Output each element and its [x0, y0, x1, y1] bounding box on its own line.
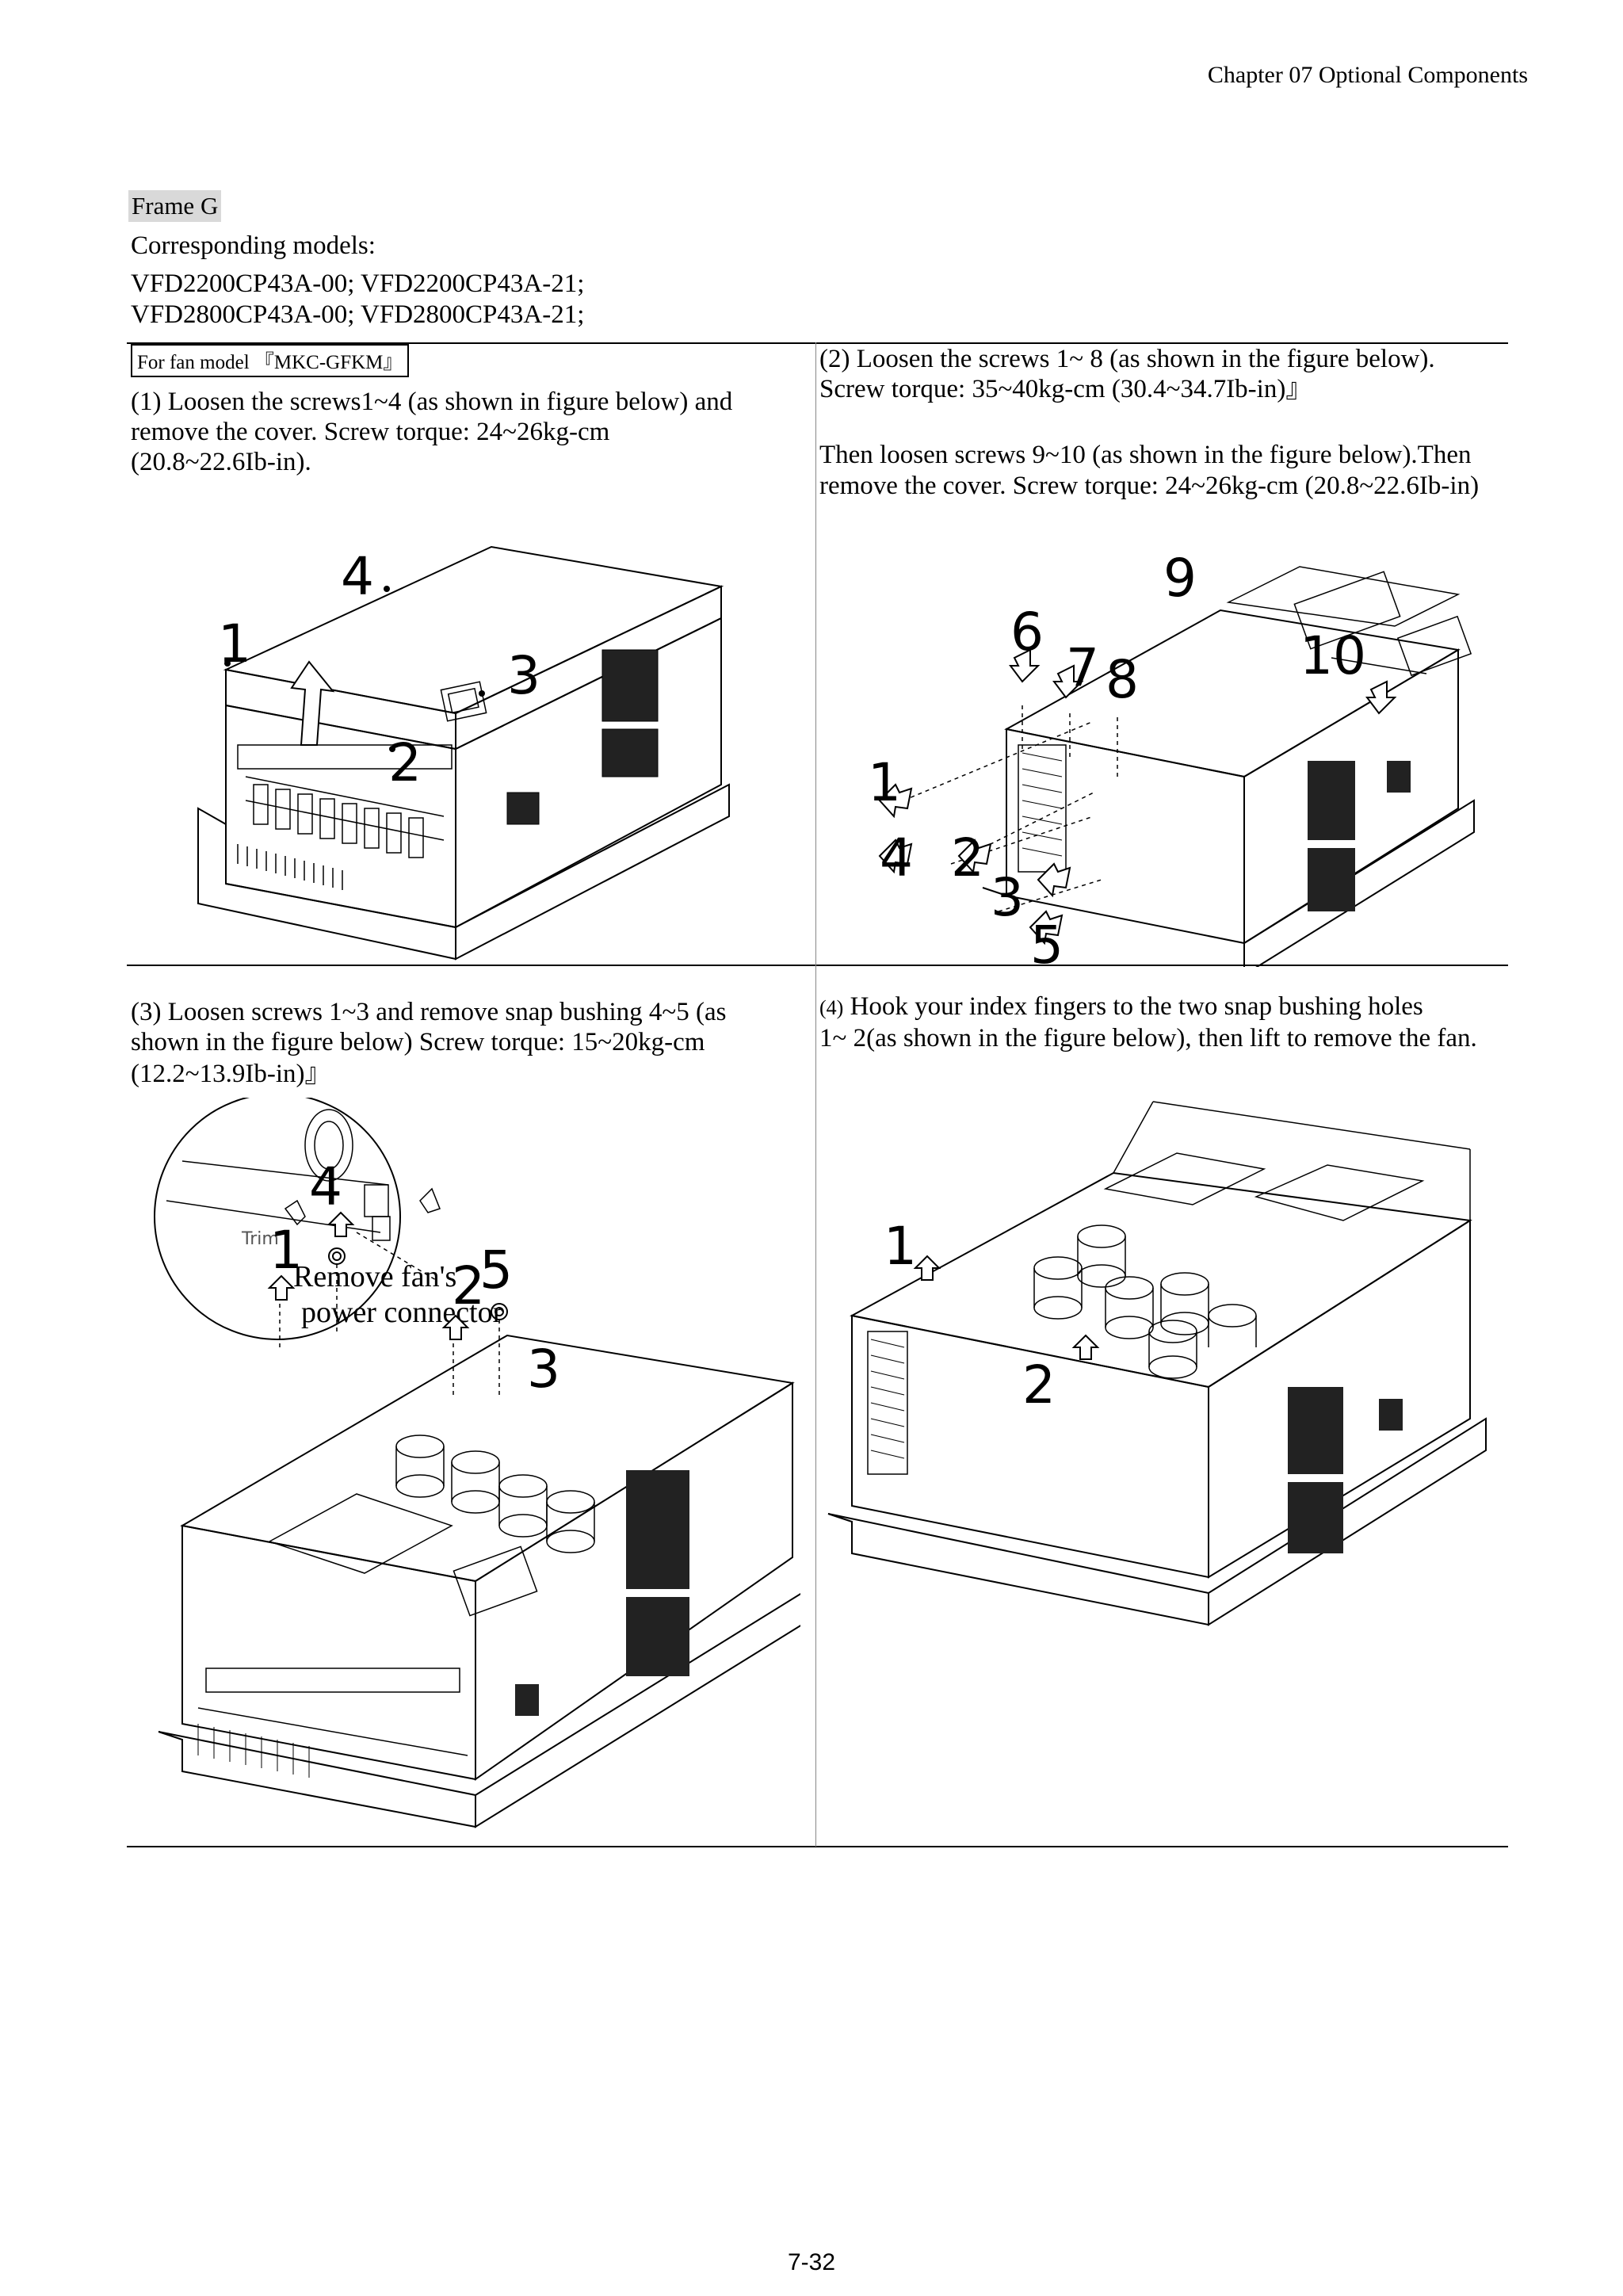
page-number: 7-32 [787, 2249, 836, 2275]
fig2-callout-3: 3 [991, 867, 1024, 928]
fig1-callout-3: 3 [507, 645, 540, 706]
step3-line2: shown in the figure below) Screw torque:… [131, 1028, 705, 1056]
step2-line2: Screw torque: 35~40kg-cm (30.4~34.7Ib-in… [819, 375, 1312, 403]
step4-line2: 1~ 2(as shown in the figure below), then… [819, 1024, 1477, 1052]
fig2-callout-2: 2 [951, 827, 984, 888]
step2-line4: remove the cover. Screw torque: 24~26kg-… [819, 472, 1480, 500]
fig3-detail-label-1: Remove fan's [293, 1260, 456, 1293]
figure-step4-lift-fan: 1 2 [827, 1101, 1487, 1626]
frame-title: Frame G [128, 190, 222, 222]
chapter-header: Chapter 07 Optional Components [1207, 62, 1528, 88]
step3-line1: (3) Loosen screws 1~3 and remove snap bu… [131, 998, 727, 1026]
step2-line3: Then loosen screws 9~10 (as shown in the… [819, 441, 1472, 469]
fig2-callout-10: 10 [1300, 625, 1366, 686]
figure-step2-loosen-screws: 1 2 3 4 5 6 7 8 9 10 [868, 548, 1475, 967]
fig2-callout-7: 7 [1066, 637, 1099, 698]
fig4-callout-1: 1 [884, 1216, 917, 1277]
models-label: Corresponding models: [131, 231, 376, 260]
fig3-callout-2: 2 [452, 1255, 485, 1316]
fig1-callout-2: 2 [388, 732, 422, 793]
step3-line3: (12.2~13.9Ib-in)』 [131, 1060, 331, 1088]
fig3-callout-1: 1 [269, 1220, 303, 1281]
fig1-callout-1: 1 [218, 613, 251, 674]
fig3-trim-label: Trim [241, 1229, 279, 1249]
fig2-callout-4: 4 [880, 827, 913, 888]
fig3-callout-5: 5 [479, 1240, 513, 1301]
step2-line1: (2) Loosen the screws 1~ 8 (as shown in … [819, 345, 1435, 373]
fig2-callout-8: 8 [1106, 649, 1139, 710]
fig3-callout-4: 4 [309, 1156, 342, 1217]
step4-number: (4) [819, 996, 844, 1019]
figure-step3-remove-bushing: Trim Remove fan's power connector [154, 1098, 800, 1828]
fig2-callout-6: 6 [1010, 602, 1044, 663]
models-line-2: VFD2800CP43A-00; VFD2800CP43A-21; [131, 300, 585, 329]
fig3-callout-3: 3 [527, 1339, 560, 1400]
step4-text: Hook your index fingers to the two snap … [843, 992, 1423, 1021]
table-divider [815, 342, 816, 1847]
fig2-callout-1: 1 [868, 752, 901, 813]
models-line-1: VFD2200CP43A-00; VFD2200CP43A-21; [131, 269, 585, 298]
step1-line1: (1) Loosen the screws1~4 (as shown in fi… [131, 388, 733, 416]
fig3-detail-label-2: power connector [301, 1296, 503, 1329]
fig2-callout-5: 5 [1030, 915, 1064, 967]
step1-line2: remove the cover. Screw torque: 24~26kg-… [131, 418, 610, 446]
fig4-callout-2: 2 [1022, 1354, 1056, 1415]
table-middle-rule [127, 965, 1508, 966]
fig1-callout-4: 4 [341, 546, 374, 607]
figure-step1-remove-cover: 1 2 3 4 [197, 545, 730, 961]
step4-line1: (4) Hook your index fingers to the two s… [819, 991, 1423, 1023]
table-top-rule [127, 342, 1508, 344]
step1-line3: (20.8~22.6Ib-in). [131, 448, 311, 476]
fan-model-box: For fan model 『MKC-GFKM』 [131, 344, 410, 377]
table-bottom-rule [127, 1846, 1508, 1847]
fig2-callout-9: 9 [1163, 548, 1197, 609]
